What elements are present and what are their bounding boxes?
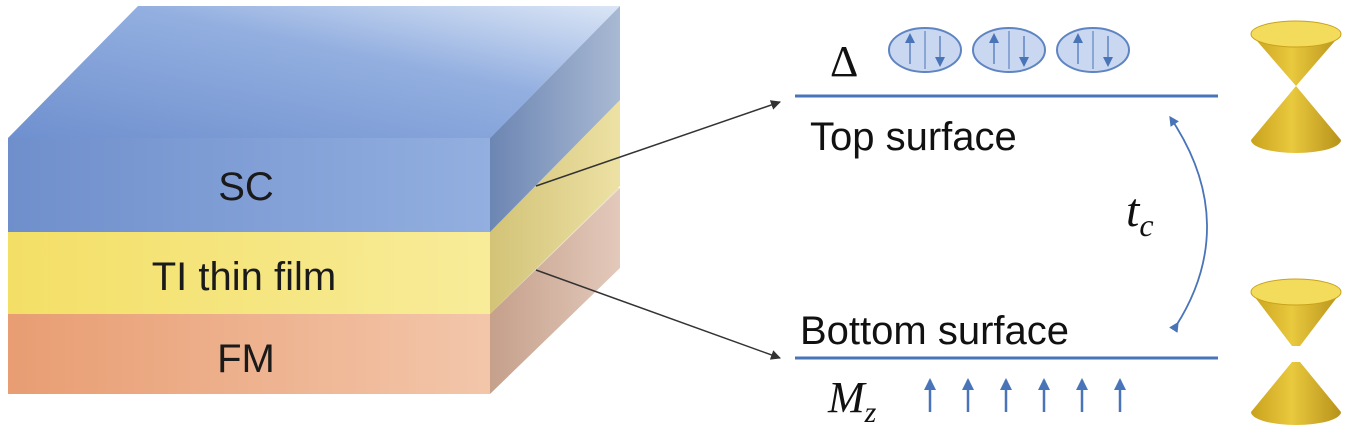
- ti-layer-label: TI thin film: [152, 255, 336, 299]
- coupling-label: tc: [1126, 184, 1154, 243]
- top-cone-upper-rim: [1250, 20, 1342, 48]
- magnetization-label: Mz: [827, 373, 877, 429]
- bottom-dirac-cone: [1250, 278, 1342, 425]
- pairing-gap-symbol: Δ: [830, 37, 858, 86]
- bottom-surface: Bottom surface Mz: [795, 309, 1218, 429]
- cooper-pair-group: [888, 27, 1130, 73]
- magnetization-base: M: [827, 373, 867, 422]
- top-dirac-cone: [1250, 20, 1342, 153]
- cooper-pair: [972, 27, 1046, 73]
- sc-layer: SC: [8, 6, 620, 232]
- bottom-cone-upper-rim: [1250, 278, 1342, 306]
- bottom-cone-lower: [1251, 362, 1341, 425]
- magnetization-arrow-group: [924, 378, 1126, 412]
- top-cone-upper: [1251, 34, 1341, 86]
- sc-layer-front: [8, 138, 490, 232]
- top-surface-label: Top surface: [810, 115, 1017, 159]
- bottom-surface-pointer-arrow: [535, 269, 781, 360]
- layer-stack: FM TI thin film SC: [8, 6, 620, 394]
- interlayer-coupling: tc: [1126, 115, 1208, 333]
- coupling-subscript: c: [1139, 207, 1153, 243]
- top-surface-pointer-arrow: [535, 100, 781, 187]
- sc-layer-top: [8, 6, 620, 138]
- fm-layer-label: FM: [217, 337, 275, 381]
- bottom-surface-label: Bottom surface: [800, 309, 1069, 353]
- cooper-pair: [888, 27, 962, 73]
- fm-layer: FM: [8, 188, 620, 394]
- sc-layer-side: [490, 6, 620, 232]
- top-surface: Δ Top surface: [795, 27, 1218, 159]
- coupling-double-arrow: [1169, 115, 1208, 333]
- fm-layer-front: [8, 314, 490, 394]
- sc-layer-label: SC: [218, 165, 274, 209]
- bottom-cone-upper: [1251, 292, 1341, 346]
- magnetization-subscript: z: [864, 396, 877, 429]
- fm-layer-side: [490, 188, 620, 394]
- coupling-base: t: [1126, 184, 1141, 237]
- cooper-pair: [1056, 27, 1130, 73]
- ti-layer-side: [490, 100, 620, 314]
- ti-layer-front: [8, 232, 490, 314]
- top-cone-lower: [1251, 86, 1341, 153]
